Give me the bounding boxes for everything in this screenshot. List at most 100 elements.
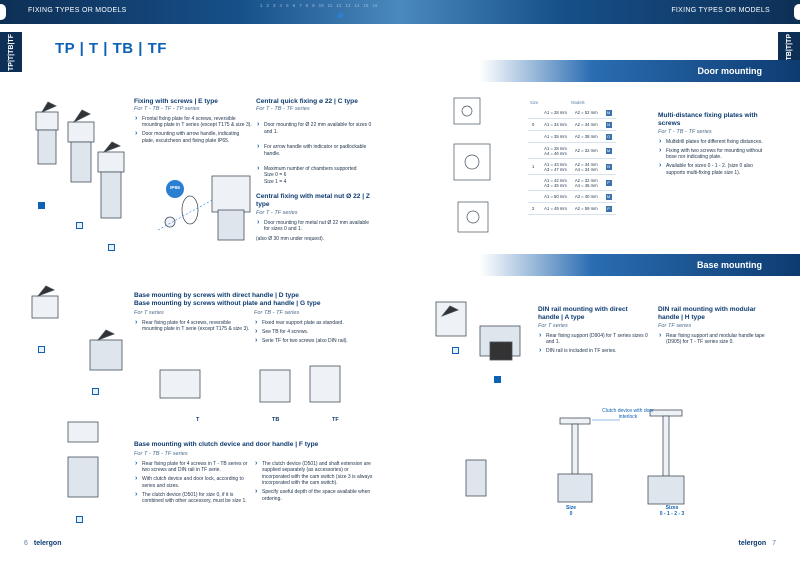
table-cell-b: A2 = 52 mm	[570, 107, 602, 119]
sizes-0-3-label: Sizes 0 - 1 - 2 - 3	[659, 505, 685, 517]
dg-t-list: Rear fixing plate for 4 screws, reversib…	[134, 320, 252, 335]
list-item: Available for sizes 0 - 1 - 2. (size 0 a…	[658, 163, 773, 176]
table-cell-a: A1 = 42 mm A3 = 45 mm	[540, 174, 571, 191]
table-cell-size	[528, 174, 541, 191]
model-code-badge: N	[605, 163, 612, 170]
h-type-subtitle: For TF series	[658, 323, 692, 329]
list-item: The clutch device (D501) and shaft exten…	[254, 461, 374, 487]
g-type-title: Base mounting by screws without plate an…	[134, 300, 321, 307]
a-type-chip	[452, 347, 459, 354]
table-cell-code: P	[601, 174, 616, 191]
page-link[interactable]: 11	[327, 3, 333, 8]
page-link[interactable]: 16	[372, 3, 378, 8]
table-cell-code: N	[601, 118, 616, 131]
table-cell-size	[528, 190, 541, 203]
table-cell-a: A1 = 49 mm	[540, 202, 571, 215]
model-code-badge: O	[605, 133, 612, 140]
h-type-chip	[494, 376, 501, 383]
current-page-indicator	[338, 13, 343, 18]
list-item: Maximum number of chambers supported Siz…	[256, 166, 376, 185]
list-item: Rear fixing plate for 4 screws in T - TB…	[134, 461, 252, 474]
page-link[interactable]: 7	[299, 3, 302, 8]
e-type-subtitle: For T - TB - TF - TP series	[134, 106, 200, 112]
page-link[interactable]: 9	[312, 3, 315, 8]
page-link[interactable]: 2	[266, 3, 270, 8]
list-item: Multidrill plates for different fixing d…	[658, 139, 773, 145]
label-tf: TF	[332, 417, 339, 423]
c-type-list: Door mounting for Ø 22 mm available for …	[256, 116, 376, 194]
table-cell-size	[528, 130, 541, 143]
left-page-number: 6	[24, 540, 28, 547]
model-code-badge: P	[605, 179, 612, 186]
table-cell-code: P	[601, 202, 616, 215]
model-code-badge: P	[605, 205, 612, 212]
d-type-title: Base mounting by screws with direct hand…	[134, 292, 299, 299]
page-link[interactable]: 8	[305, 3, 309, 8]
page-link[interactable]: 12	[336, 3, 342, 8]
right-page-number: 7	[772, 540, 776, 547]
series-title: TP | T | TB | TF	[55, 40, 167, 57]
h-type-title: DIN rail mounting with modular handle | …	[658, 306, 756, 321]
label-tb: TB	[272, 417, 280, 423]
page-link[interactable]: 3	[273, 3, 276, 8]
left-section-title: FIXING TYPES OR MODELS	[28, 7, 127, 14]
table-cell-a: A1 = 28 mm A4 = 46 mm	[540, 142, 571, 159]
table-cell-a: A1 = 43 mm A3 = 47 mm	[540, 158, 571, 175]
footer-left: 6 telergon	[24, 540, 61, 547]
page-link[interactable]: 10	[318, 3, 324, 8]
list-item: Door mounting for metal nut Ø 22 mm avai…	[256, 220, 376, 233]
page-link[interactable]: 15	[363, 3, 369, 8]
table-cell-b: A2 = 34 mm A4 = 34 mm	[570, 158, 602, 175]
footer-right: telergon 7	[739, 540, 776, 547]
page-link[interactable]: 14	[354, 3, 360, 8]
table-cell-code: N	[601, 158, 616, 175]
ip65-badge: IP65	[166, 180, 184, 198]
table-cell-size: 2	[528, 202, 541, 215]
table-cell-code: M	[601, 190, 616, 203]
multi-distance-title: Multi-distance fixing plates with screws	[658, 112, 758, 127]
page-link[interactable]: 1	[260, 3, 263, 8]
right-brand-logo: telergon	[738, 540, 767, 547]
page-link[interactable]: 4	[279, 3, 283, 8]
table-cell-code: O	[601, 130, 616, 143]
z-type-list: Door mounting for metal nut Ø 22 mm avai…	[256, 220, 376, 235]
page-link[interactable]: 13	[345, 3, 351, 8]
f-type-list-2: The clutch device (D501) and shaft exten…	[254, 461, 374, 504]
door-mounting-band: Door mounting	[480, 60, 800, 82]
list-item: For arrow handle with indicator or padlo…	[256, 144, 376, 157]
left-series-tab[interactable]: TP|T|TB|TF	[0, 32, 22, 72]
exploded-view-illustration	[157, 175, 251, 241]
list-item: Door mounting with arrow handle, indicat…	[134, 131, 252, 144]
f-type-title: Base mounting with clutch device and doo…	[134, 441, 319, 448]
list-item: Rear fixing support and modular handle t…	[658, 333, 773, 346]
size-0-label: Size 0	[565, 505, 576, 517]
table-cell-b: A2 = 34 mm	[570, 118, 602, 131]
table-cell-b: A2 = 32 mm A4 = 45 mm	[570, 174, 602, 191]
z-type-note: (also Ø 30 mm under request).	[256, 236, 325, 242]
f-type-subtitle: For T - TB - TF series	[134, 451, 188, 457]
table-cell-size: 0	[528, 118, 541, 131]
page-link[interactable]: 6	[292, 3, 296, 8]
list-item: See TB for 4 screws.	[254, 329, 374, 335]
left-notch	[0, 4, 6, 20]
dg-t-subtitle: For T series	[134, 310, 164, 316]
list-item: The clutch device (D501) for size 0, if …	[134, 492, 252, 505]
table-cell-b: A2 = 38 mm	[570, 130, 602, 143]
table-cell-size	[528, 142, 541, 159]
dg-switch-illustrations	[159, 365, 341, 403]
fixing-plate-drawings	[453, 97, 491, 233]
din-rail-illustrations	[435, 301, 521, 361]
table-cell-size: 1	[528, 158, 541, 175]
list-item: Door mounting for Ø 22 mm available for …	[256, 122, 376, 135]
e-type-title: Fixing with screws | E type	[134, 98, 218, 105]
d-type-chip	[38, 346, 45, 353]
page-link[interactable]: 5	[286, 3, 289, 8]
left-brand-logo: telergon	[33, 540, 62, 547]
